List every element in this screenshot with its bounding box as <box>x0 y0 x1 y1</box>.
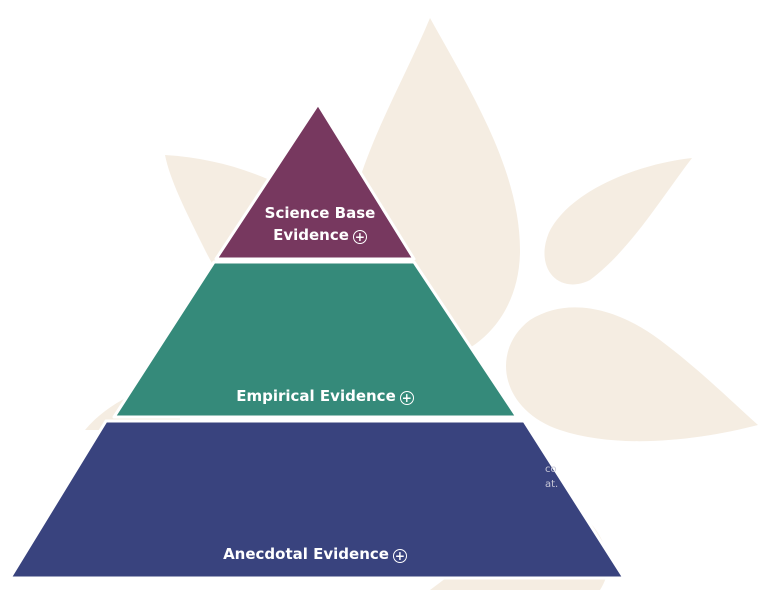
empirical-evidence-button[interactable]: Empirical Evidence+ <box>180 385 470 407</box>
pyramid-level-top <box>214 102 416 261</box>
petal-right-upper <box>544 158 692 285</box>
science-base-label-line1: Science Base <box>264 204 376 222</box>
science-base-evidence-button[interactable]: Science Base Evidence+ <box>240 202 400 246</box>
petal-right-lower <box>506 307 758 442</box>
hidden-text-line1: co <box>545 464 557 475</box>
hidden-text: co at. <box>545 462 558 492</box>
science-base-label-line2: Evidence <box>273 226 349 244</box>
hidden-text-line2: at. <box>545 479 559 490</box>
pyramid-level-bottom <box>8 419 626 580</box>
plus-circle-icon[interactable]: + <box>392 549 407 563</box>
plus-circle-icon[interactable]: + <box>399 391 414 405</box>
plus-circle-icon[interactable]: + <box>352 230 367 244</box>
pyramid-level-middle <box>112 260 519 419</box>
anecdotal-evidence-button[interactable]: Anecdotal Evidence+ <box>170 543 460 565</box>
anecdotal-evidence-label: Anecdotal Evidence <box>223 545 389 563</box>
empirical-evidence-label: Empirical Evidence <box>236 387 396 405</box>
